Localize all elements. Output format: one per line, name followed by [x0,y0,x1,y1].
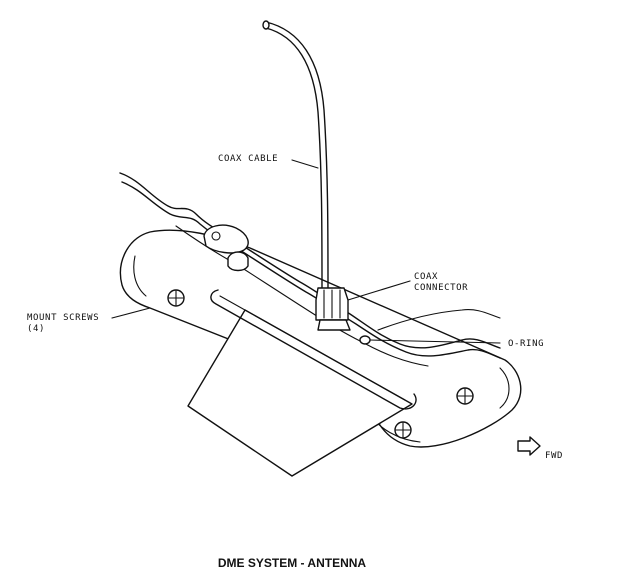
mount-screw [167,289,185,307]
mount-screw [456,387,474,405]
label-mount-screws-2: (4) [27,324,45,334]
label-fwd: FWD [545,451,563,461]
fwd-arrow-icon [517,436,541,456]
leader-lines [111,159,501,344]
diagram-title: DME SYSTEM - ANTENNA [218,556,367,570]
label-mount-screws-1: MOUNT SCREWS [27,313,99,323]
coax-cable [262,20,329,291]
o-ring [359,335,371,345]
skin-bracket [203,224,249,272]
mount-screw [394,421,412,439]
antenna-blade [187,289,417,477]
label-coax-connector-1: COAX [414,272,438,282]
aircraft-skin-section [119,172,501,367]
label-coax-connector-2: CONNECTOR [414,283,468,293]
label-coax-cable: COAX CABLE [218,154,278,164]
label-o-ring: O-RING [508,339,544,349]
coax-connector [315,287,351,331]
